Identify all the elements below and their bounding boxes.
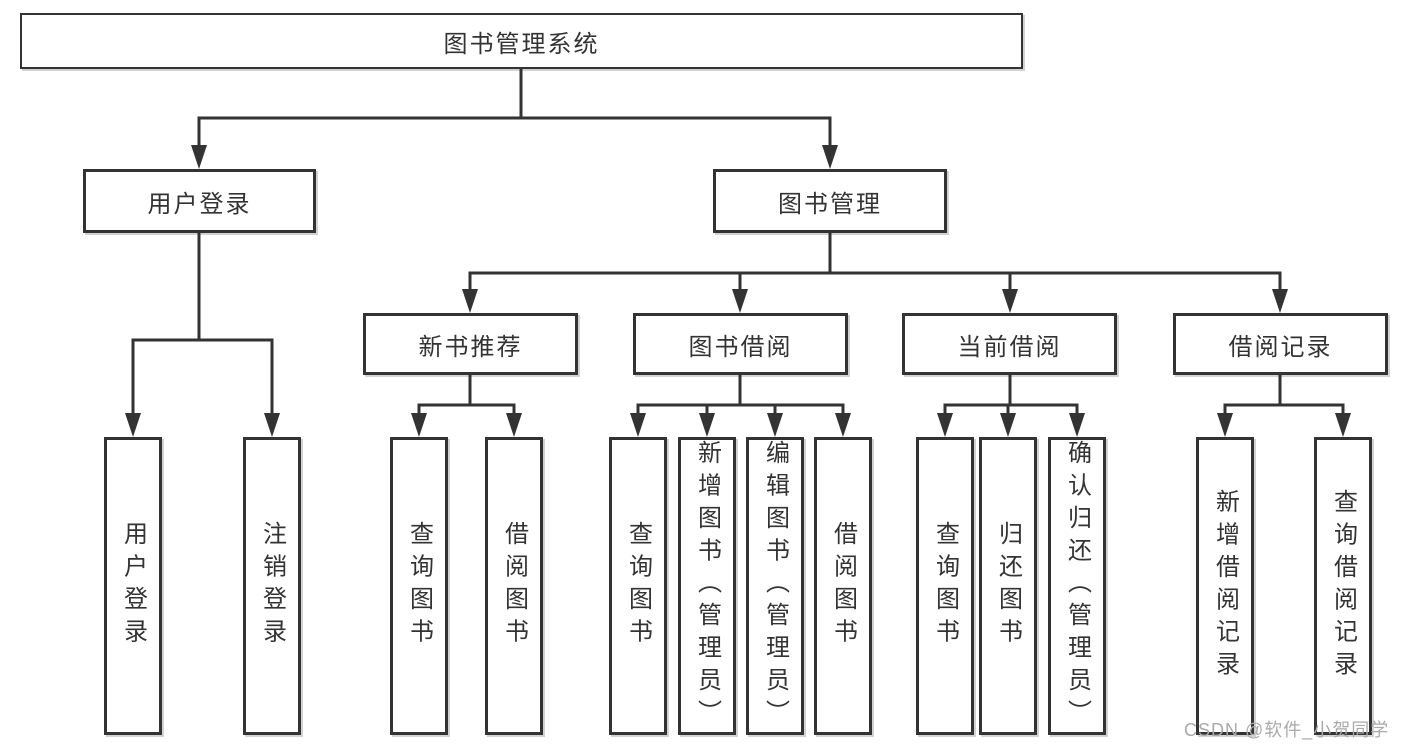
node-label: 借阅图书 [500, 521, 528, 651]
leaf-logout: 注销登录 [243, 437, 301, 735]
leaf-query-books-current: 查询图书 [916, 437, 974, 735]
node-label: 编辑图书（管理员） [761, 440, 789, 732]
node-user-login: 用户登录 [83, 169, 316, 233]
node-label: 当前借阅 [957, 333, 1062, 361]
node-label: 新增借阅记录 [1211, 488, 1239, 684]
leaf-add-book-admin: 新增图书（管理员） [678, 437, 736, 735]
node-label: 查询图书 [931, 521, 959, 651]
node-label: 查询图书 [624, 521, 652, 651]
node-label: 查询图书 [405, 521, 433, 651]
leaf-confirm-return-admin: 确认归还（管理员） [1048, 437, 1106, 735]
node-borrowing-records: 借阅记录 [1173, 313, 1388, 375]
node-root-library-system: 图书管理系统 [20, 13, 1023, 69]
leaf-user-login: 用户登录 [104, 437, 162, 735]
node-book-management: 图书管理 [713, 169, 947, 233]
leaf-query-books-recommend: 查询图书 [390, 437, 448, 735]
node-book-borrowing: 图书借阅 [633, 313, 848, 375]
node-new-book-recommendation: 新书推荐 [363, 313, 578, 375]
leaf-borrow-books: 借阅图书 [814, 437, 872, 735]
csdn-watermark: CSDN @软件_小贺同学 [1184, 720, 1390, 740]
node-current-borrowing: 当前借阅 [902, 313, 1117, 375]
leaf-return-book: 归还图书 [979, 437, 1037, 735]
node-label: 图书管理 [778, 190, 882, 218]
leaf-borrow-books-recommend: 借阅图书 [485, 437, 543, 735]
node-label: 用户登录 [119, 521, 147, 651]
node-label: 图书借阅 [688, 333, 793, 361]
leaf-query-books-borrow: 查询图书 [609, 437, 667, 735]
node-label: 用户登录 [147, 190, 252, 218]
node-label: 查询借阅记录 [1329, 488, 1357, 684]
node-label: 借阅记录 [1228, 333, 1333, 361]
leaf-query-borrow-record: 查询借阅记录 [1314, 437, 1372, 735]
node-label: 归还图书 [994, 521, 1022, 651]
node-label: 新书推荐 [418, 333, 523, 361]
node-label: 确认归还（管理员） [1063, 440, 1091, 732]
leaf-edit-book-admin: 编辑图书（管理员） [746, 437, 804, 735]
leaf-add-borrow-record: 新增借阅记录 [1196, 437, 1254, 735]
node-label: 借阅图书 [829, 521, 857, 651]
node-label: 注销登录 [258, 521, 286, 651]
node-label: 新增图书（管理员） [693, 440, 721, 732]
node-label: 图书管理系统 [443, 30, 600, 58]
